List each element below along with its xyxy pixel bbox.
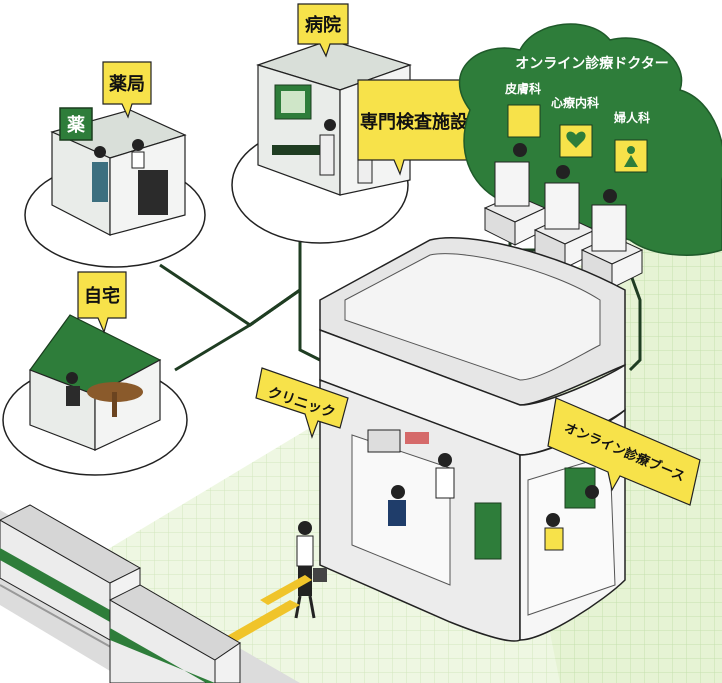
network-lines	[159, 220, 642, 372]
department-dermatology: 皮膚科	[504, 81, 541, 96]
dermatology-icon	[507, 104, 541, 138]
hospital-label-text: 病院	[305, 14, 341, 36]
special-facility-label-text: 専門検査施設	[360, 111, 469, 133]
home-scene	[2, 314, 188, 476]
pharmacy-label: 薬局	[102, 61, 152, 119]
special-facility-label: 専門検査施設	[357, 79, 471, 176]
hospital-label: 病院	[297, 3, 349, 58]
department-gynecology: 婦人科	[613, 110, 650, 125]
railway	[0, 504, 300, 683]
pharmacy-sign-text: 薬	[67, 115, 85, 136]
train-2	[108, 584, 241, 683]
home-label-text: 自宅	[84, 285, 120, 307]
clinic-door	[474, 502, 502, 560]
pharmacy-label-text: 薬局	[109, 74, 145, 95]
home-label: 自宅	[77, 271, 127, 334]
department-psychosomatic: 心療内科	[551, 95, 599, 110]
clinic-label: クリニック	[255, 367, 349, 439]
tactile-paving	[220, 575, 312, 645]
online-booth-label: オンライン診療ブース	[547, 397, 701, 506]
pharmacy-scene: 薬	[24, 107, 206, 268]
doctor-towers	[483, 143, 644, 289]
cloud-title: オンライン診療ドクター	[515, 55, 668, 72]
clinic-building	[319, 237, 626, 642]
